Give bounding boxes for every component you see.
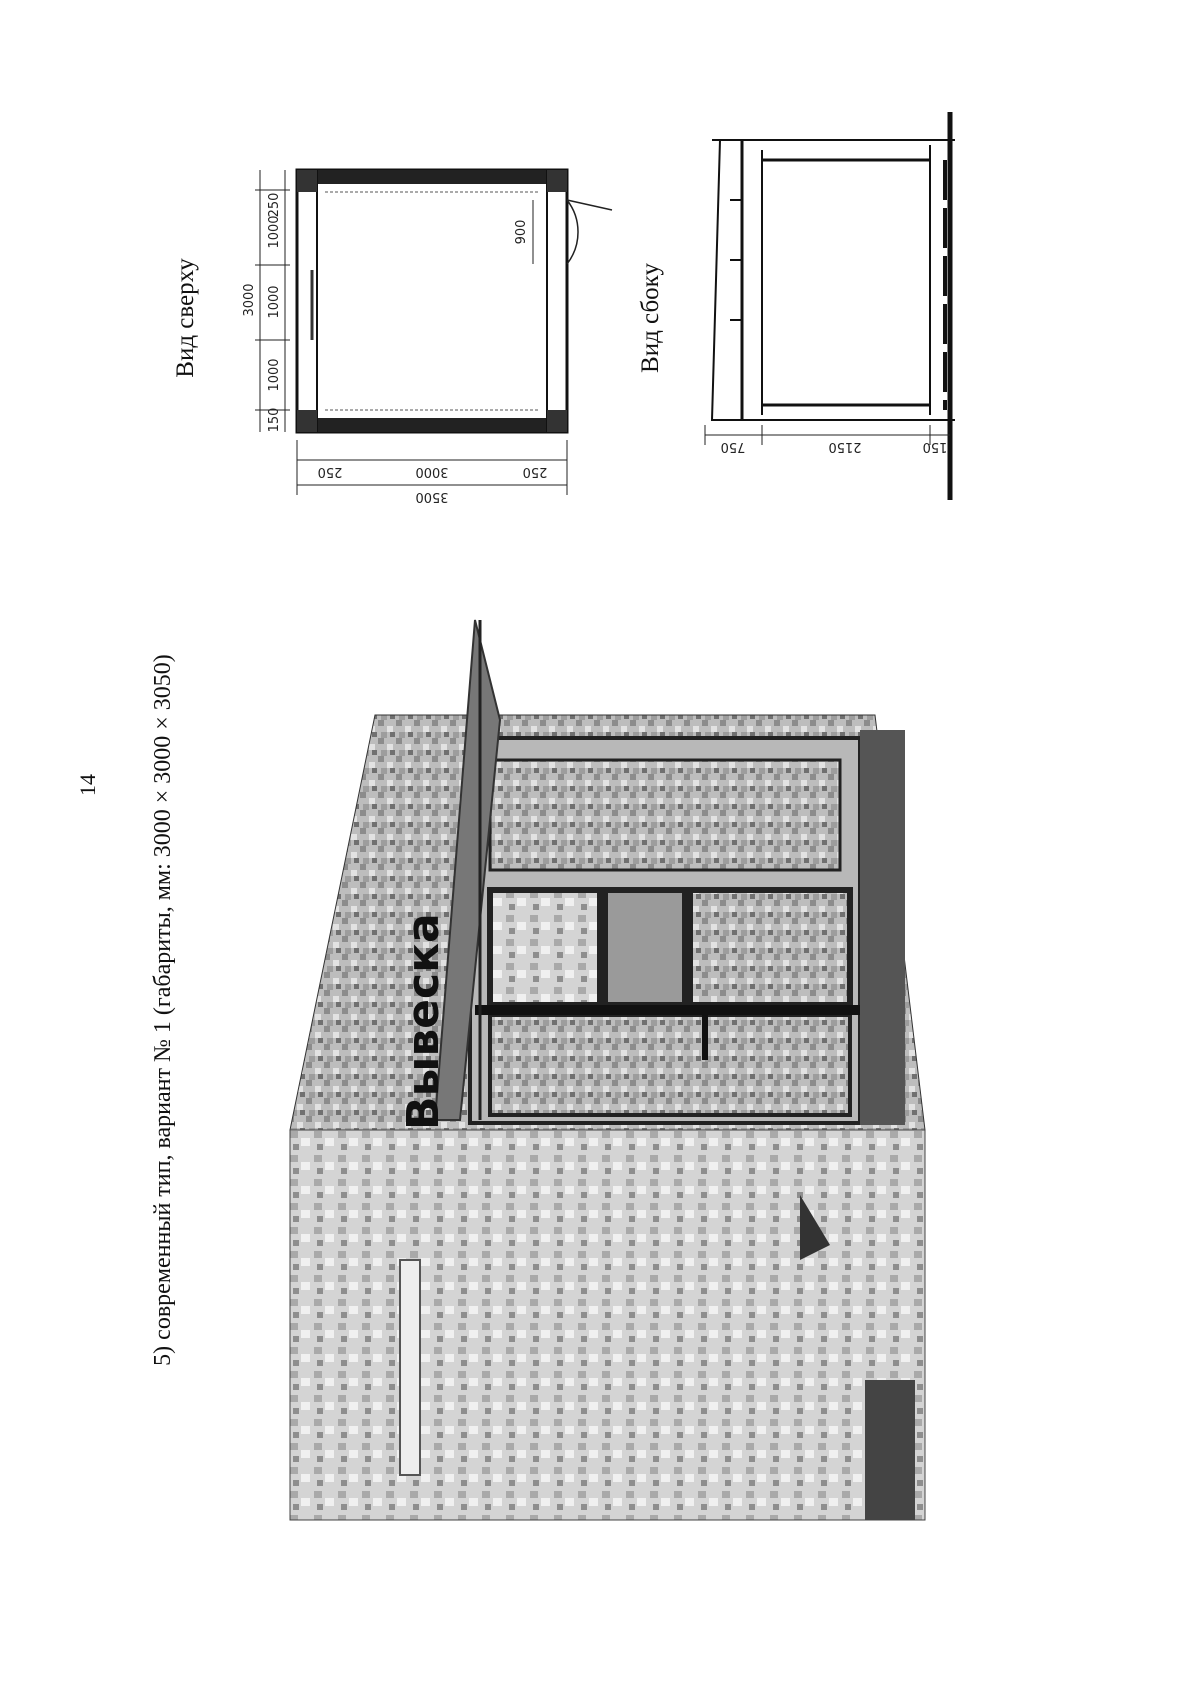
kiosk-3d-rendering: Вывеска [289, 619, 926, 1521]
dim-side-750: 750 [721, 439, 746, 454]
dim-900: 900 [514, 220, 529, 245]
dim-3000: 3000 [242, 283, 257, 316]
dim-150: 150 [267, 408, 282, 433]
dim-1000-b: 1000 [267, 285, 282, 318]
dim-250: 250 [267, 193, 282, 218]
dim-1000-c: 1000 [267, 358, 282, 391]
sign-text: Вывеска [398, 913, 449, 1130]
dim-1000-a: 1000 [267, 215, 282, 248]
dim-bottom-250-b: 250 [523, 464, 548, 479]
dim-bottom-3500: 3500 [415, 489, 448, 504]
side-view-drawing: 750 2150 150 [704, 112, 955, 500]
dim-side-2150: 2150 [828, 439, 861, 454]
top-view-drawing: 250 1000 1000 1000 3000 150 900 250 3000… [242, 168, 613, 504]
dim-bottom-3000: 3000 [415, 464, 448, 479]
dim-bottom-250-a: 250 [318, 464, 343, 479]
dim-side-150: 150 [923, 439, 948, 454]
